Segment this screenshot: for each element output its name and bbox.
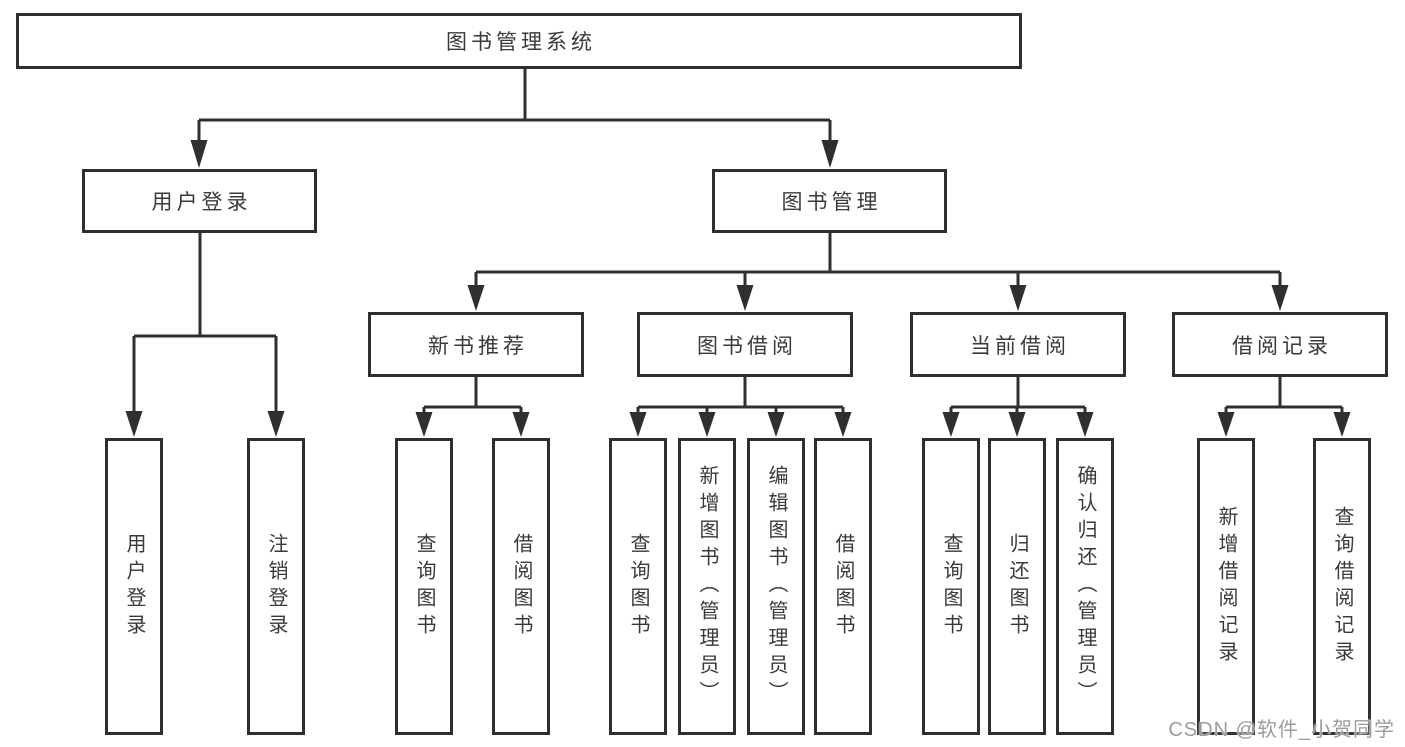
connector-borrow-records-to-children [1217, 377, 1351, 437]
node-label: 新增借阅记录 [1215, 505, 1237, 668]
node-label: 查询图书 [627, 532, 649, 641]
arrowhead [512, 412, 530, 437]
connector-new-book-recommendation-to-children [415, 377, 530, 437]
arrowhead [629, 412, 647, 437]
node-label: 图书管理系统 [446, 31, 596, 54]
arrowhead [942, 412, 960, 437]
arrowhead [415, 412, 433, 437]
arrowhead [125, 411, 143, 437]
node-add-book-admin: 新增图书（管理员） [678, 438, 736, 735]
arrowhead [1271, 285, 1289, 311]
arrowhead [467, 285, 485, 311]
node-user-login: 用户登录 [82, 169, 317, 233]
arrowhead [821, 140, 839, 168]
node-book-borrowing: 图书借阅 [637, 312, 853, 377]
arrowhead [834, 412, 852, 437]
connector-path [197, 69, 832, 142]
node-label: 图书管理 [781, 191, 882, 214]
arrowhead [736, 285, 754, 311]
arrowhead [1009, 285, 1027, 311]
arrowhead [1076, 412, 1094, 437]
connector-book-management-to-level3 [467, 233, 1289, 311]
node-label: 查询图书 [940, 532, 962, 641]
arrowhead [767, 412, 785, 437]
node-library-management-system: 图书管理系统 [16, 13, 1022, 69]
node-borrow-records: 借阅记录 [1172, 312, 1388, 377]
connector-root-to-level2 [190, 69, 839, 168]
node-logout: 注销登录 [247, 438, 305, 735]
node-label: 借阅图书 [510, 532, 532, 641]
node-return-book: 归还图书 [988, 438, 1046, 735]
node-current-borrowing: 当前借阅 [910, 312, 1126, 377]
node-label: 当前借阅 [970, 334, 1070, 358]
connector-current-borrowing-to-children [942, 377, 1094, 437]
node-label: 查询借阅记录 [1331, 505, 1353, 668]
connector-path [636, 377, 845, 416]
arrowhead [1217, 412, 1235, 437]
node-label: 新书推荐 [428, 334, 528, 358]
arrowhead [1008, 412, 1026, 437]
connector-book-borrowing-to-children [629, 377, 852, 437]
node-label: 注销登录 [265, 532, 287, 641]
connector-path [132, 233, 278, 414]
node-label: 图书借阅 [697, 334, 797, 358]
watermark: CSDN @软件_小贺同学 [1168, 719, 1395, 741]
node-query-borrow-record: 查询借阅记录 [1313, 438, 1371, 735]
connector-path [1224, 377, 1344, 416]
node-label: 新增图书（管理员） [696, 465, 718, 708]
node-label: 归还图书 [1006, 532, 1028, 641]
node-new-book-recommendation: 新书推荐 [368, 312, 584, 377]
connector-path [422, 377, 523, 416]
connector-path [474, 233, 1282, 287]
node-label: 借阅记录 [1232, 334, 1332, 358]
node-label: 确认归还（管理员） [1074, 465, 1096, 708]
node-borrow-books-borrowing: 借阅图书 [814, 438, 872, 735]
node-label: 查询图书 [413, 532, 435, 641]
connector-path [949, 377, 1087, 416]
node-query-books-recommend: 查询图书 [395, 438, 453, 735]
node-edit-book-admin: 编辑图书（管理员） [747, 438, 805, 735]
connector-user-login-to-children [125, 233, 285, 437]
node-label: 借阅图书 [832, 532, 854, 641]
node-label: 编辑图书（管理员） [765, 465, 787, 708]
node-label: 用户登录 [151, 191, 252, 214]
arrowhead [698, 412, 716, 437]
node-query-books-borrowing: 查询图书 [609, 438, 667, 735]
node-book-management: 图书管理 [712, 169, 947, 233]
node-query-books-current: 查询图书 [922, 438, 980, 735]
node-label: 用户登录 [123, 532, 145, 641]
node-confirm-return-admin: 确认归还（管理员） [1056, 438, 1114, 735]
arrowhead [1333, 412, 1351, 437]
node-add-borrow-record: 新增借阅记录 [1197, 438, 1255, 735]
arrowhead [267, 411, 285, 437]
node-user-login-leaf: 用户登录 [105, 438, 163, 735]
arrowhead [190, 140, 208, 168]
node-borrow-books-recommend: 借阅图书 [492, 438, 550, 735]
